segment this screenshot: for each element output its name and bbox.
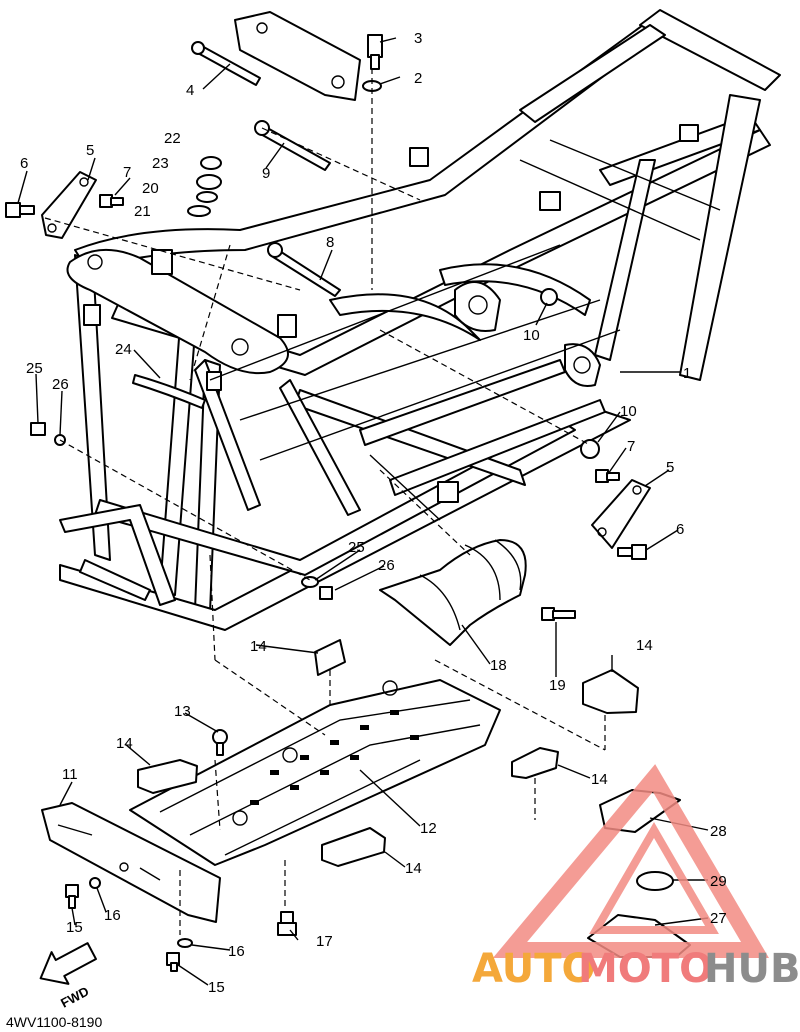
callout-13: 13: [174, 703, 191, 720]
callout-7-left: 7: [123, 164, 131, 181]
guard-11: [41, 802, 221, 923]
callout-23: 23: [152, 155, 169, 172]
watermark-auto: AUTO: [472, 946, 596, 992]
callout-21: 21: [134, 203, 151, 220]
callout-28: 28: [710, 823, 727, 840]
callout-2: 2: [414, 70, 422, 87]
callout-14-e: 14: [405, 860, 422, 877]
callout-29: 29: [710, 873, 727, 890]
frame-assembly: [59, 9, 781, 631]
callout-3: 3: [414, 30, 422, 47]
callout-9: 9: [262, 165, 270, 182]
alignment-dashes: [44, 68, 606, 935]
callout-25-left: 25: [26, 360, 43, 377]
pads-14: [137, 639, 639, 867]
leader-lines: [17, 37, 709, 986]
callout-16-b: 16: [228, 943, 245, 960]
skid-plate-12: [129, 679, 501, 866]
callout-14-a: 14: [250, 638, 267, 655]
callout-26-left: 26: [52, 376, 69, 393]
callout-11: 11: [62, 766, 78, 783]
callout-1: 1: [683, 365, 691, 382]
fwd-label: FWD: [58, 984, 91, 1011]
drawing-code: 4WV1100-8190: [6, 1014, 102, 1030]
watermark-hub: HUB: [704, 946, 800, 992]
callout-14-d: 14: [591, 771, 608, 788]
callout-20: 20: [142, 180, 159, 197]
callout-17: 17: [316, 933, 333, 950]
callout-25-lower: 25: [348, 539, 365, 556]
callout-19: 19: [549, 677, 566, 694]
callout-8: 8: [326, 234, 334, 251]
callout-14-c: 14: [116, 735, 133, 752]
fwd-arrow-icon: [39, 942, 98, 985]
callout-27: 27: [710, 910, 727, 927]
callout-5-right: 5: [666, 459, 674, 476]
chain-guard-18: [379, 539, 576, 646]
callout-10-upper: 10: [523, 327, 540, 344]
callout-12: 12: [420, 820, 437, 837]
callout-5-left: 5: [86, 142, 94, 159]
callout-15-a: 15: [66, 919, 83, 936]
callout-6-left: 6: [20, 155, 28, 172]
callout-18: 18: [490, 657, 507, 674]
callout-22: 22: [164, 130, 181, 147]
watermark-logo: [492, 764, 769, 958]
callout-15-b: 15: [208, 979, 225, 996]
callout-24: 24: [115, 341, 132, 358]
callout-labels: 3 2 4 1 5 5 6 6 7 7 8 9 10 10 11 12 13 1…: [20, 30, 727, 996]
watermark-moto: MOTO: [578, 946, 713, 992]
callout-26-lower: 26: [378, 557, 395, 574]
callout-4: 4: [186, 82, 194, 99]
callout-14-b: 14: [636, 637, 653, 654]
callout-10-lower: 10: [620, 403, 637, 420]
callout-6-right: 6: [676, 521, 684, 538]
callout-7-right: 7: [627, 438, 635, 455]
callout-16-a: 16: [104, 907, 121, 924]
